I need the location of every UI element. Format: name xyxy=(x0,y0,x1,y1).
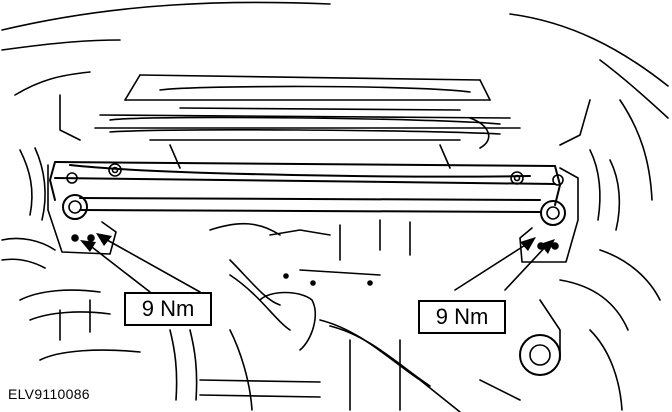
leader-lines xyxy=(87,235,549,293)
radiator-assembly xyxy=(109,116,501,149)
hood-outline xyxy=(1,1,669,119)
torque-callout-right: 9 Nm xyxy=(418,300,506,334)
arrow-heads xyxy=(80,233,555,254)
engine-bay-frame xyxy=(59,74,591,169)
left-side-components xyxy=(1,147,198,401)
crossmember-bar xyxy=(49,161,561,213)
torque-callout-left: 9 Nm xyxy=(124,292,212,326)
figure-id-label: ELV9110086 xyxy=(8,386,90,402)
right-side-components xyxy=(479,99,661,411)
lower-engine-components xyxy=(199,219,461,412)
left-mounting-bracket xyxy=(47,163,122,255)
